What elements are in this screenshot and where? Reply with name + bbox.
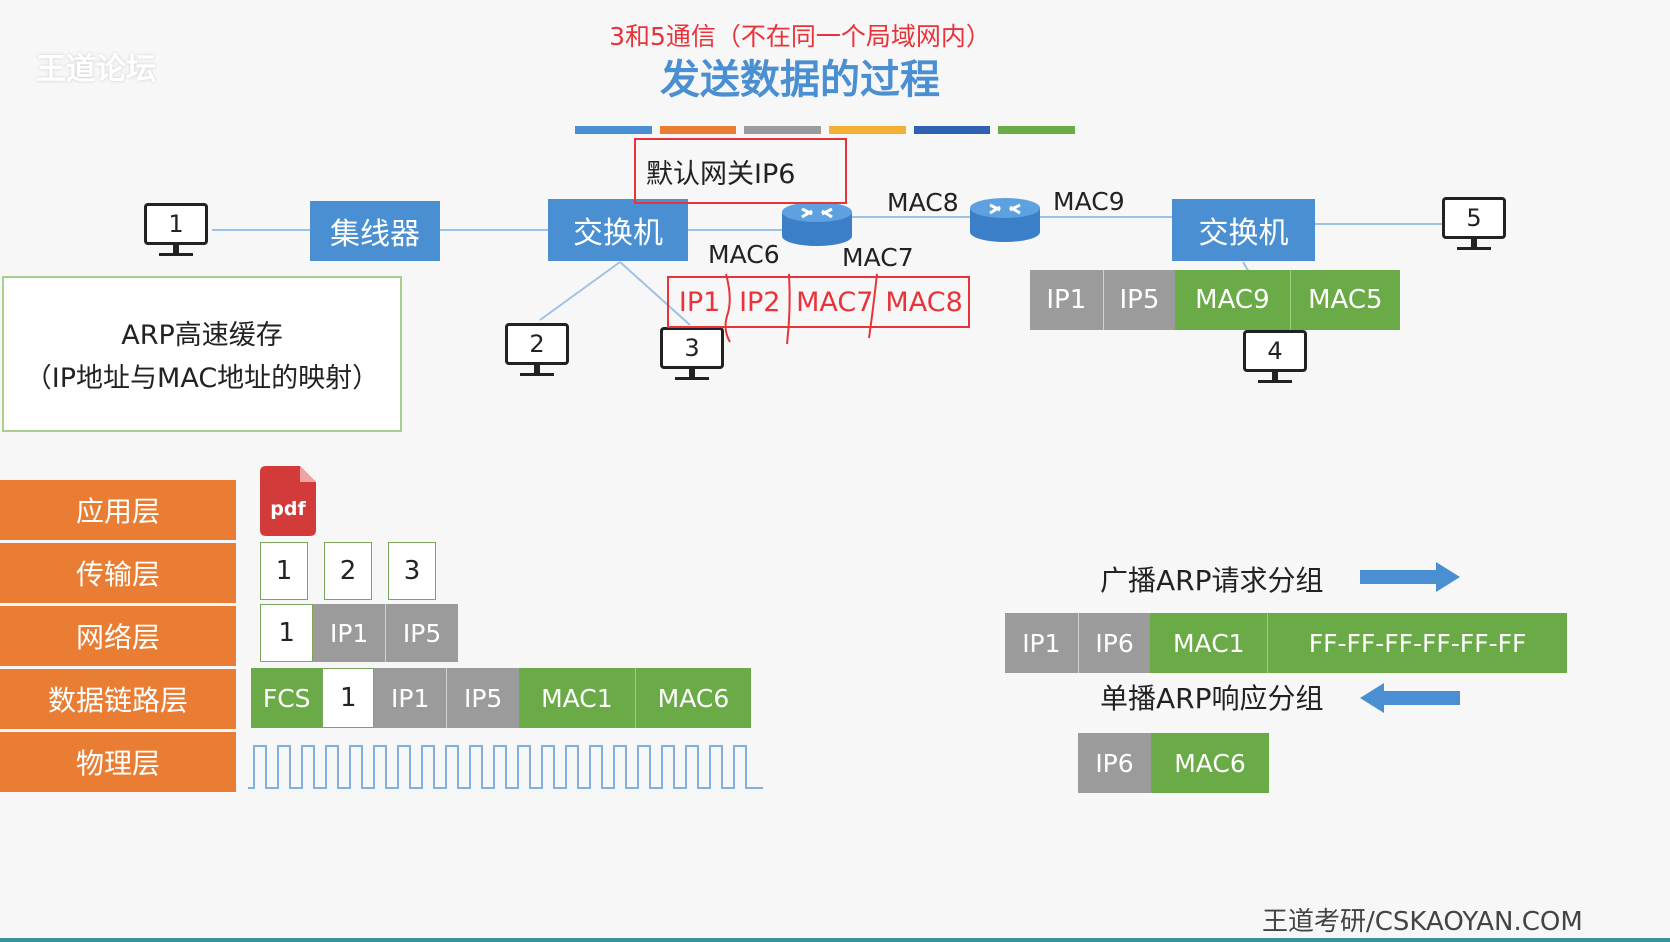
arp-field: IP1 [1005, 613, 1079, 673]
switch-left-box: 交换机 [548, 199, 688, 261]
table-cell: IP1 [1030, 270, 1104, 330]
layer-physical: 物理层 [0, 732, 236, 795]
red-table-cell: IP1 [678, 286, 721, 318]
red-arp-table: IP1 IP2 MAC7 MAC8 [667, 276, 970, 328]
page-subtitle: 3和5通信（不在同一个局域网内） [609, 22, 991, 51]
arp-field: IP6 [1078, 733, 1151, 793]
bottom-rule [0, 938, 1670, 942]
accent-segment [744, 126, 822, 134]
arrow-right-icon [1360, 562, 1460, 592]
router-right-icon [970, 196, 1040, 244]
layer-application: 应用层 [0, 480, 236, 543]
red-table-dividers [724, 273, 878, 345]
accent-segment [998, 126, 1076, 134]
packet-field: 1 [260, 604, 314, 662]
arp-field: IP6 [1078, 613, 1151, 673]
host-label: 4 [1267, 337, 1283, 365]
table-cell: MAC5 [1290, 270, 1400, 330]
arp-field: MAC1 [1150, 613, 1269, 673]
packet-field: IP5 [386, 604, 458, 662]
arp-request-packet: IP1 IP6 MAC1 FF-FF-FF-FF-FF-FF [1005, 613, 1567, 673]
frame-field: MAC6 [635, 668, 751, 728]
frame-field: FCS [251, 668, 323, 728]
accent-bar [575, 126, 1076, 134]
arp-field: FF-FF-FF-FF-FF-FF [1268, 613, 1567, 673]
frame-field: MAC1 [518, 668, 636, 728]
mac8-label: MAC8 [887, 188, 959, 217]
mac9-label: MAC9 [1053, 187, 1125, 216]
monitor-stand-icon [1471, 239, 1477, 247]
host-5: 5 [1442, 197, 1510, 255]
table-cell: MAC9 [1175, 270, 1291, 330]
datalink-frame: FCS 1 IP1 IP5 MAC1 MAC6 [251, 668, 751, 728]
monitor-stand-icon [1272, 372, 1278, 380]
host-label: 3 [684, 334, 700, 362]
accent-segment [575, 126, 652, 134]
pdf-file-icon: pdf [260, 466, 316, 536]
host-3: 3 [660, 327, 728, 385]
host-label: 5 [1466, 204, 1482, 232]
transport-segment: 2 [324, 542, 372, 600]
monitor-stand-icon [689, 369, 695, 377]
arp-cache-box: ARP高速缓存 （IP地址与MAC地址的映射） [2, 276, 402, 432]
accent-segment [659, 126, 737, 134]
red-table-cell: MAC7 [796, 286, 874, 318]
frame-field: IP5 [447, 668, 519, 728]
arp-cache-title: ARP高速缓存 [121, 320, 283, 351]
page-title: 发送数据的过程 [660, 57, 940, 103]
arp-reply-label: 单播ARP响应分组 [1100, 682, 1324, 715]
host-4: 4 [1243, 330, 1311, 388]
link-switch-host2 [539, 261, 621, 321]
arp-request-label: 广播ARP请求分组 [1100, 564, 1324, 597]
accent-segment [913, 126, 991, 134]
transport-segment: 3 [388, 542, 436, 600]
red-table-cell: MAC8 [885, 286, 963, 318]
frame-field: 1 [322, 668, 375, 728]
right-arp-table: IP1 IP5 MAC9 MAC5 [1030, 270, 1400, 330]
layer-network: 网络层 [0, 606, 236, 669]
layer-stack: 应用层 传输层 网络层 数据链路层 物理层 [0, 480, 236, 795]
arp-reply-packet: IP6 MAC6 [1078, 733, 1269, 793]
watermark: 王道论坛 [36, 52, 156, 87]
monitor-stand-icon [173, 245, 179, 253]
default-gateway-label: 默认网关IP6 [634, 138, 847, 204]
physical-signal-waveform [248, 745, 763, 789]
link-switch-host3 [619, 261, 691, 326]
table-cell: IP5 [1103, 270, 1176, 330]
mac6-label: MAC6 [708, 240, 780, 269]
host-label: 2 [529, 330, 545, 358]
host-1: 1 [144, 203, 212, 261]
switch-right-box: 交换机 [1172, 199, 1315, 261]
accent-segment [829, 126, 906, 134]
pdf-label: pdf [270, 498, 306, 520]
arrow-left-icon [1360, 683, 1460, 713]
layer-datalink: 数据链路层 [0, 669, 236, 732]
arp-field: MAC6 [1151, 733, 1269, 793]
hub-box: 集线器 [310, 201, 440, 261]
network-packet: 1 IP1 IP5 [260, 604, 458, 662]
mac7-label: MAC7 [842, 243, 914, 272]
monitor-stand-icon [534, 365, 540, 373]
red-table-cell: IP2 [739, 286, 781, 318]
transport-segment: 1 [260, 542, 308, 600]
host-2: 2 [505, 323, 573, 381]
footer-brand: 王道考研/CSKAOYAN.COM [1262, 907, 1583, 937]
arp-cache-desc: （IP地址与MAC地址的映射） [24, 363, 380, 394]
host-label: 1 [168, 210, 184, 238]
router-left-icon [782, 200, 852, 248]
frame-field: IP1 [374, 668, 448, 728]
packet-field: IP1 [313, 604, 387, 662]
layer-transport: 传输层 [0, 543, 236, 606]
